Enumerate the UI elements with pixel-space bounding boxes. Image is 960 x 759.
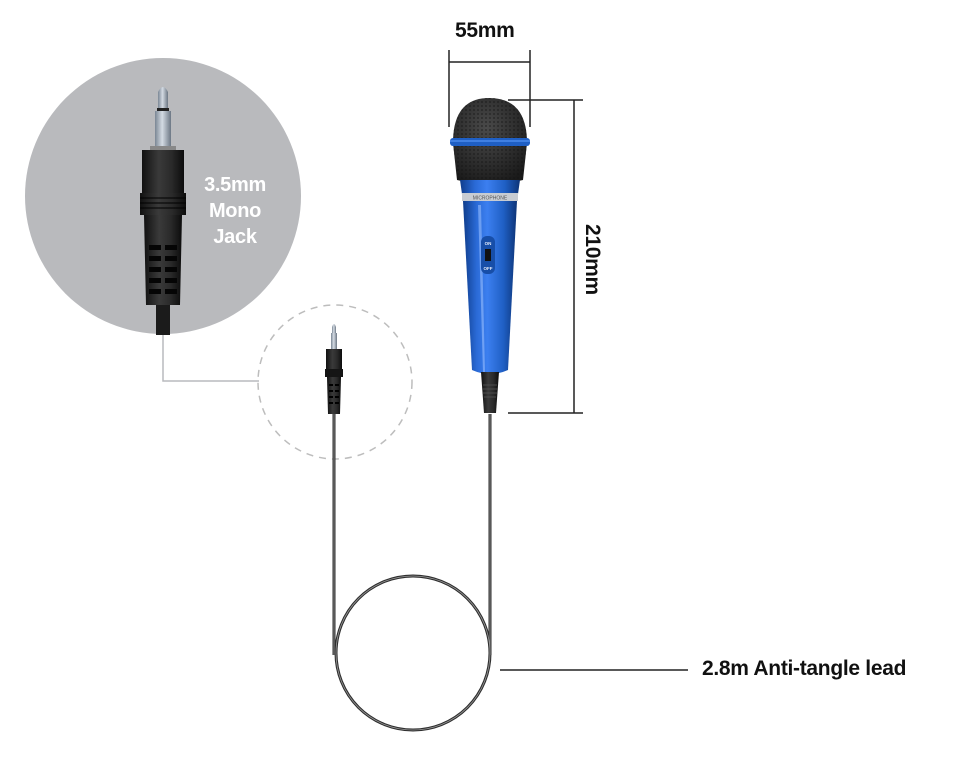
width-dimension-label: 55mm: [455, 19, 515, 42]
jack-label-line-2: Mono: [208, 200, 262, 222]
height-dimension-label: 210mm: [581, 224, 604, 295]
jack-label-line-1: 3.5mm: [204, 174, 266, 196]
cable: [332, 414, 492, 732]
lead-length-label: 2.8m Anti-tangle lead: [702, 657, 907, 680]
jack-callout: [25, 58, 301, 382]
switch-on-label: ON: [485, 241, 492, 246]
jack-callout-label: 3.5mm Mono Jack: [190, 172, 280, 250]
switch-off-label: OFF: [484, 266, 493, 271]
height-dimension: [508, 99, 583, 414]
width-dimension: [448, 50, 531, 127]
small-jack-plug: [325, 324, 343, 414]
jack-label-line-3: Jack: [213, 226, 257, 248]
callout-connector-line: [162, 334, 259, 382]
microphone: MICROPHONE ON OFF: [450, 98, 530, 413]
mic-band-text: MICROPHONE: [473, 196, 508, 202]
